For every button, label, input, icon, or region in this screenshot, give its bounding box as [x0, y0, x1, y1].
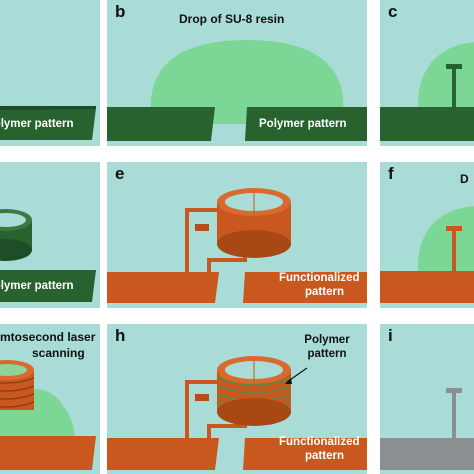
polymer-coated-coil — [216, 356, 292, 426]
polymer-pattern-label: Polymer pattern — [0, 280, 74, 292]
panel-d-illustration — [0, 209, 96, 302]
polymer-pattern-annotation-line2: pattern — [307, 348, 347, 360]
panel-h: h Polymer pattern Functionalized pattern — [107, 324, 367, 474]
polymer-pattern-shape — [0, 108, 96, 140]
panel-a: Polymer pattern — [0, 0, 100, 146]
laser-scanned-coil — [0, 360, 35, 410]
polymer-pattern-label: Polymer pattern — [259, 118, 347, 130]
metal-pattern-shape — [380, 438, 474, 470]
polymer-pattern-annotation-line1: Polymer — [304, 334, 350, 346]
functionalized-pattern-shape — [0, 436, 96, 470]
su8-drop-caption: Drop of SU-8 resin — [179, 12, 285, 26]
su8-drop-shape — [418, 42, 474, 124]
panel-e-illustration — [107, 188, 367, 303]
polymer-pattern-shape — [380, 107, 474, 141]
panel-letter-h: h — [115, 326, 126, 345]
panel-f-caption: D — [460, 172, 469, 186]
functionalized-pattern-right — [243, 272, 367, 303]
panel-letter-b: b — [115, 2, 126, 21]
polymer-pattern-right — [245, 107, 367, 141]
functionalized-pattern-label-line1: Functionalized — [279, 436, 360, 448]
functionalized-pattern-shape — [380, 271, 474, 303]
panel-i: i — [380, 324, 474, 474]
panel-letter-e: e — [115, 164, 125, 183]
panel-c-illustration — [380, 42, 474, 141]
metal-post — [452, 390, 456, 440]
laser-caption-line2: scanning — [32, 346, 85, 360]
panel-f: f D — [380, 162, 474, 308]
panel-b-illustration — [107, 40, 367, 141]
panel-e: e Functionalized pattern — [107, 162, 367, 308]
functionalized-post — [452, 228, 456, 272]
functionalized-coil — [217, 188, 291, 258]
panel-h-illustration — [107, 356, 367, 470]
polymer-pointer-arrowhead — [285, 378, 292, 384]
functionalized-pattern-left — [107, 272, 219, 303]
panel-g: Femtosecond laser scanning — [0, 324, 100, 474]
functionalized-pattern-label-line2: pattern — [305, 450, 344, 462]
polymer-pattern-label: Polymer pattern — [0, 118, 74, 130]
panel-i-illustration — [380, 388, 474, 470]
polymer-pattern-left — [107, 107, 215, 141]
polymer-coil — [0, 209, 32, 261]
laser-caption-line1: Femtosecond laser — [0, 330, 96, 344]
panel-f-illustration — [380, 206, 474, 303]
panel-d: Polymer pattern — [0, 162, 100, 308]
functionalized-pattern-label-line1: Functionalized — [279, 272, 360, 284]
panel-letter-i: i — [388, 326, 393, 345]
panel-g-illustration — [0, 360, 96, 470]
panel-letter-f: f — [388, 164, 394, 183]
functionalized-pattern-left — [107, 438, 219, 470]
panel-letter-c: c — [388, 2, 398, 21]
functionalized-pattern-label-line2: pattern — [305, 286, 344, 298]
functionalized-pattern-right — [243, 438, 367, 470]
panel-b: b Drop of SU-8 resin Polymer pattern — [107, 0, 367, 146]
panel-c: c — [380, 0, 474, 146]
panel-a-illustration — [0, 106, 96, 140]
su8-drop-shape — [150, 40, 344, 124]
polymer-pattern-shape — [0, 270, 96, 302]
polymer-post — [452, 66, 456, 110]
